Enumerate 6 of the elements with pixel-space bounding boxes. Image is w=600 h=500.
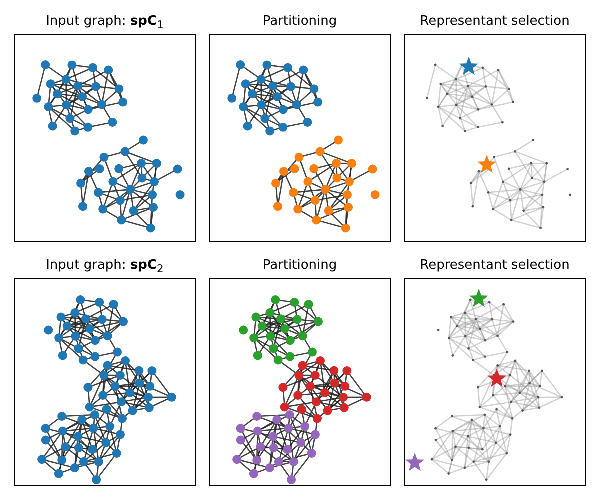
panel-title: Representant selection	[419, 13, 571, 31]
panel-title: Partitioning	[262, 257, 338, 275]
panel-title: Input graph: spC$_{1}$	[45, 13, 165, 34]
panel-title: Input graph: spC$_{2}$	[45, 257, 165, 278]
panel-title: Partitioning	[262, 13, 338, 31]
panel-title: Representant selection	[419, 257, 571, 275]
